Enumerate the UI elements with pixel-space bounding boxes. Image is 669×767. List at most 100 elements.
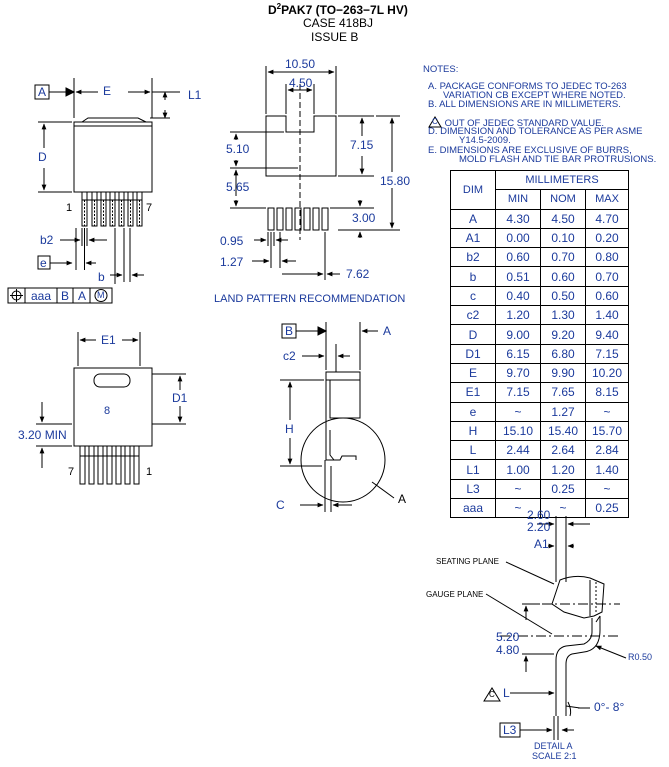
dim-value-cell: 1.00: [495, 459, 541, 480]
detail-dim-l: L: [503, 686, 510, 700]
detail-dim-4-80: 4.80: [496, 643, 520, 657]
dim-value-cell: 8.15: [585, 382, 629, 403]
dim-value-cell: 0.80: [585, 247, 629, 268]
dim-value-cell: 0.00: [495, 227, 541, 249]
detail-caption-name: DETAIL A: [534, 741, 573, 751]
dim-value-cell: 15.70: [585, 420, 629, 442]
detail-dim-l3: L3: [503, 723, 517, 737]
land-pattern-caption: LAND PATTERN RECOMMENDATION: [214, 293, 406, 305]
datum-a-label: A: [38, 85, 47, 99]
land-pattern: [230, 66, 400, 280]
dim-value-cell: 4.50: [540, 208, 586, 229]
dim-value-cell: 1.40: [585, 459, 629, 480]
land-dim-0-95: 0.95: [220, 234, 244, 248]
seating-plane-label: SEATING PLANE: [436, 557, 499, 566]
dim-value-cell: 0.70: [540, 247, 586, 268]
note-c: C OUT OF JEDEC STANDARD VALUE.: [428, 116, 604, 129]
dim-value-cell: 0.60: [495, 247, 541, 268]
note-b: B. ALL DIMENSIONS ARE IN MILLIMETERS.: [428, 99, 621, 110]
fcf-mmc-modifier: M: [97, 290, 105, 300]
dim-value-cell: 0.25: [585, 498, 629, 519]
dim-d1-label: D1: [172, 391, 188, 405]
dim-c2-label: c2: [283, 349, 296, 363]
notes-heading: NOTES:: [423, 64, 459, 75]
table-group-header: MILLIMETERS: [495, 169, 629, 191]
top-view-leads: [81, 191, 143, 227]
note-a-line1: A. PACKAGE CONFORMS TO JEDEC TO-263: [428, 81, 627, 92]
drawing-title: D2PAK7 (TO−263−7L HV): [268, 2, 408, 17]
detail-caption-scale: SCALE 2:1: [532, 751, 577, 761]
detail-dim-2-60: 2.60: [527, 508, 551, 522]
fcf-aaa: aaa: [31, 289, 52, 303]
note-a-line2: VARIATION CB EXCEPT WHERE NOTED.: [443, 90, 626, 101]
table-row: e~1.27~: [450, 401, 629, 422]
dim-value-cell: 1.40: [585, 305, 629, 326]
table-dim-header: DIM: [450, 170, 496, 210]
land-dim-7-15: 7.15: [350, 138, 374, 152]
detail-dim-2-20: 2.20: [527, 520, 551, 534]
bottom-pin-1-label: 1: [146, 466, 153, 478]
pin-1-label: 1: [66, 202, 73, 214]
detail-a-callout: A: [398, 492, 407, 506]
land-dim-10-50: 10.50: [285, 57, 316, 71]
pin-7-label: 7: [146, 202, 153, 214]
dim-b-label: b: [98, 270, 105, 284]
note-d-line1: D. DIMENSION AND TOLERANCE AS PER ASME: [428, 126, 643, 137]
note-c-triangle-icon: C: [428, 116, 442, 128]
dim-symbol-cell: A1: [450, 227, 496, 249]
dim-value-cell: 7.15: [585, 343, 629, 364]
dim-b2-label: b2: [40, 233, 54, 247]
dim-l1-label: L1: [188, 88, 202, 102]
dim-value-cell: 1.20: [540, 459, 586, 480]
fcf-datum-b: B: [61, 289, 70, 303]
detail-triangle-c: C: [489, 690, 495, 699]
dim-value-cell: 15.10: [495, 420, 541, 442]
land-dim-4-50: 4.50: [289, 76, 313, 90]
case-number: CASE 418BJ: [303, 16, 374, 30]
dim-d-label: D: [38, 150, 47, 164]
land-dim-15-80: 15.80: [380, 174, 411, 188]
dim-e-label: E: [103, 84, 112, 98]
gauge-plane-label: GAUGE PLANE: [426, 590, 484, 599]
bottom-view-package: [36, 332, 186, 485]
land-dim-7-62: 7.62: [346, 267, 370, 281]
top-view-package: [7, 78, 180, 304]
issue-label: ISSUE B: [311, 30, 359, 44]
table-row: aaa~~0.25: [450, 498, 629, 519]
land-dim-5-65: 5.65: [226, 180, 250, 194]
dim-value-cell: 15.40: [540, 420, 586, 442]
fcf-datum-a: A: [78, 289, 87, 303]
dim-a-label: A: [383, 324, 392, 338]
dim-e-pitch-label: e: [40, 256, 47, 270]
detail-dim-5-20: 5.20: [496, 630, 520, 644]
note-e-line1: E. DIMENSIONS ARE EXCLUSIVE OF BURRS,: [428, 145, 632, 156]
dim-c-label: C: [276, 498, 285, 512]
bottom-pin-7-label: 7: [68, 466, 75, 478]
detail-a-view: [483, 516, 627, 740]
land-dim-5-10: 5.10: [226, 142, 250, 156]
note-d-line2: Y14.5-2009.: [459, 135, 511, 146]
land-dim-1-27: 1.27: [220, 255, 244, 269]
dim-symbol-cell: aaa: [450, 498, 496, 519]
table-col-max: MAX: [585, 189, 629, 210]
radius-r050-label: R0.50: [628, 652, 653, 662]
note-e-line2: MOLD FLASH AND TIE BAR PROTRUSIONS.: [459, 154, 657, 165]
dim-3-20-min: 3.20 MIN: [18, 428, 67, 442]
side-view-package: [280, 322, 395, 512]
dim-value-cell: 0.10: [540, 227, 586, 249]
dim-value-cell: 2.64: [540, 440, 586, 461]
dim-value-cell: 9.70: [495, 362, 541, 384]
detail-angle-label: 0°- 8°: [594, 700, 625, 714]
pin-8-label: 8: [104, 405, 111, 417]
detail-dim-a1: A1: [534, 537, 549, 551]
